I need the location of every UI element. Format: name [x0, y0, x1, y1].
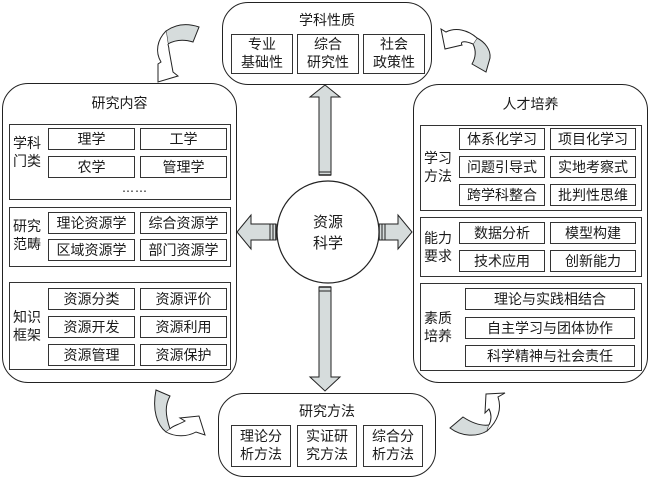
group-research-scope: 研究 范畴 理论资源学 综合资源学 区域资源学 部门资源学: [9, 207, 231, 267]
group-label-line: 培养: [424, 329, 452, 345]
item-line: 析方法: [240, 447, 282, 463]
group-label: 研究 范畴: [12, 218, 42, 254]
item-line: 研究性: [307, 55, 349, 71]
framework-item: 资源评价: [140, 288, 227, 310]
group-label-line: 范畴: [13, 237, 41, 253]
panel-title: 人才培养: [502, 97, 559, 113]
center-label-line2: 科学: [312, 234, 343, 252]
method-item: 实证研 究方法: [297, 425, 357, 467]
panel-title: 研究内容: [91, 96, 148, 112]
group-label-line: 研究: [13, 219, 41, 235]
scope-item: 部门资源学: [140, 239, 227, 261]
group-label-line: 方法: [424, 169, 452, 185]
group-label-line: 学科: [13, 136, 41, 152]
framework-item: 资源分类: [48, 288, 135, 310]
item-line: 理论分: [240, 429, 282, 445]
item-line: 究方法: [306, 447, 348, 463]
group-label: 知识 框架: [12, 309, 42, 345]
framework-item: 资源利用: [140, 316, 227, 338]
arrow-left-icon: [236, 213, 277, 251]
group-label-line: 要求: [424, 249, 452, 265]
cycle-arrow-bottom-right-icon: [449, 392, 506, 436]
panel-research-content: 研究内容 学科 门类 理学 工学 农学 管理学 …… 研究 范畴 理论资源学 综…: [2, 83, 237, 383]
item-line: 综合: [314, 37, 342, 53]
quality-item: 理论与实践相结合: [465, 288, 635, 310]
center-label: 资源 科学: [298, 212, 358, 254]
scope-item: 理论资源学: [48, 212, 135, 234]
category-item: 农学: [48, 156, 135, 178]
scope-item: 区域资源学: [48, 239, 135, 261]
group-label-line: 素质: [424, 311, 452, 327]
framework-item: 资源保护: [140, 344, 227, 366]
group-label-line: 框架: [13, 328, 41, 344]
learning-item: 项目化学习: [550, 128, 636, 150]
item-line: 综合分: [372, 429, 414, 445]
nature-item: 综合 研究性: [297, 34, 359, 74]
group-learning-methods: 学习 方法 体系化学习 项目化学习 问题引导式 实地考察式 跨学科整合 批判性思…: [420, 125, 642, 211]
ability-item: 创新能力: [550, 250, 636, 272]
ability-item: 模型构建: [550, 222, 636, 244]
group-discipline-category: 学科 门类 理学 工学 农学 管理学 ……: [9, 124, 231, 200]
more-ellipsis: ……: [122, 181, 148, 195]
group-label-line: 门类: [13, 154, 41, 170]
category-item: 理学: [48, 128, 135, 150]
item-line: 社会: [380, 37, 408, 53]
panel-talent-cultivation: 人才培养 学习 方法 体系化学习 项目化学习 问题引导式 实地考察式 跨学科整合…: [413, 84, 648, 383]
framework-item: 资源开发: [48, 316, 135, 338]
group-knowledge-framework: 知识 框架 资源分类 资源评价 资源开发 资源利用 资源管理 资源保护: [9, 282, 231, 370]
quality-item: 科学精神与社会责任: [465, 345, 635, 367]
learning-item: 问题引导式: [459, 156, 545, 178]
item-line: 析方法: [372, 447, 414, 463]
panel-research-methods: 研究方法 理论分 析方法 实证研 究方法 综合分 析方法: [218, 393, 436, 477]
learning-item: 实地考察式: [550, 156, 636, 178]
panel-title: 学科性质: [299, 13, 355, 29]
item-line: 基础性: [241, 55, 283, 71]
ability-item: 数据分析: [459, 222, 545, 244]
item-line: 政策性: [373, 55, 415, 71]
group-label: 能力 要求: [423, 230, 453, 266]
learning-item: 跨学科整合: [459, 184, 545, 206]
category-item: 工学: [140, 128, 227, 150]
center-label-line1: 资源: [312, 213, 343, 231]
center-circle: [276, 180, 380, 284]
group-ability-requirements: 能力 要求 数据分析 模型构建 技术应用 创新能力: [420, 217, 642, 277]
cycle-arrow-top-left-icon: [157, 24, 200, 83]
category-item: 管理学: [140, 156, 227, 178]
nature-item: 社会 政策性: [363, 34, 425, 74]
arrow-up-icon: [308, 84, 342, 176]
method-item: 综合分 析方法: [363, 425, 423, 467]
arrow-right-icon: [378, 213, 413, 251]
group-label: 素质 培养: [423, 310, 453, 346]
method-item: 理论分 析方法: [231, 425, 291, 467]
learning-item: 批判性思维: [550, 184, 636, 206]
framework-item: 资源管理: [48, 344, 135, 366]
item-line: 专业: [248, 37, 276, 53]
group-label: 学习 方法: [423, 150, 453, 186]
quality-item: 自主学习与团体协作: [465, 317, 635, 339]
item-line: 实证研: [306, 429, 348, 445]
ability-item: 技术应用: [459, 250, 545, 272]
learning-item: 体系化学习: [459, 128, 545, 150]
group-quality-cultivation: 素质 培养 理论与实践相结合 自主学习与团体协作 科学精神与社会责任: [420, 283, 642, 371]
panel-discipline-nature: 学科性质 专业 基础性 综合 研究性 社会 政策性: [222, 2, 432, 85]
scope-item: 综合资源学: [140, 212, 227, 234]
group-label: 学科 门类: [12, 135, 42, 171]
cycle-arrow-bottom-left-icon: [154, 389, 206, 437]
nature-item: 专业 基础性: [231, 34, 293, 74]
group-label-line: 学习: [424, 151, 452, 167]
group-label-line: 能力: [424, 231, 452, 247]
panel-title: 研究方法: [299, 404, 355, 420]
group-label-line: 知识: [13, 310, 41, 326]
cycle-arrow-top-right-icon: [440, 27, 491, 73]
arrow-down-icon: [308, 286, 342, 392]
